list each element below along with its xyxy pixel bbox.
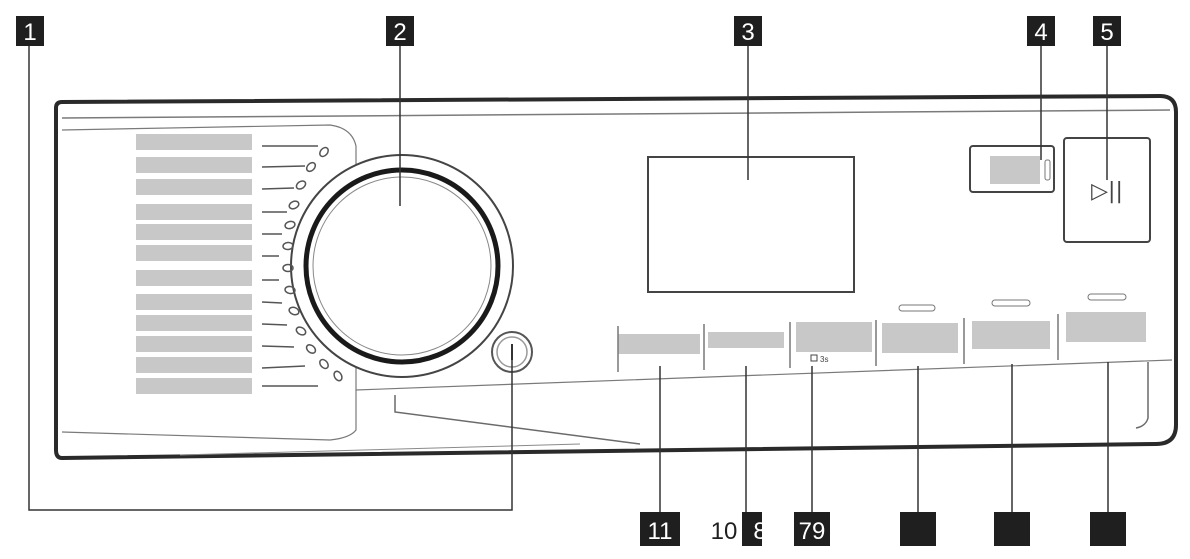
- indicator-light: [898, 304, 936, 312]
- program-label: [136, 245, 252, 261]
- program-label: [136, 179, 252, 195]
- function-button-10[interactable]: [703, 324, 784, 370]
- program-label: [136, 294, 252, 310]
- play-pause-icon: ▷||: [1091, 179, 1123, 204]
- callout-79: 79: [794, 512, 830, 546]
- program-label: [136, 336, 252, 352]
- function-button-7[interactable]: [875, 304, 958, 366]
- indicator-light: [282, 263, 294, 273]
- callout-leader-lines: [28, 46, 1109, 512]
- lock-icon: [810, 354, 818, 362]
- program-selector-dial[interactable]: [290, 154, 514, 378]
- svg-text:1: 1: [23, 19, 36, 46]
- callout-5: 5: [1093, 16, 1121, 46]
- display-screen: [647, 156, 855, 293]
- svg-text:3: 3: [741, 19, 754, 46]
- indicator-light: [333, 370, 343, 382]
- callout-blank-1: [900, 512, 936, 546]
- lock-icon-label: 3s: [820, 355, 828, 364]
- program-leader-lines: [261, 145, 318, 387]
- indicator-light: [319, 358, 329, 370]
- function-buttons: 3s: [617, 293, 1146, 372]
- callout-11: 11: [640, 512, 680, 546]
- indicator-light: [295, 180, 307, 190]
- indicator-light: [284, 285, 296, 295]
- indicator-light: [284, 220, 296, 230]
- program-label: [136, 204, 252, 220]
- program-label: [136, 157, 252, 173]
- callout-1: 1: [16, 16, 44, 46]
- svg-text:2: 2: [393, 19, 406, 46]
- callout-4: 4: [1027, 16, 1055, 46]
- svg-text:5: 5: [1100, 19, 1113, 46]
- start-pause-button[interactable]: ▷||: [1063, 137, 1151, 243]
- function-button-6[interactable]: [963, 299, 1050, 364]
- callout-blank-3: [1090, 512, 1126, 546]
- svg-text:10: 10: [711, 518, 738, 545]
- indicator-light: [305, 161, 317, 173]
- callout-10: 10: [711, 516, 738, 546]
- callout-blank-2: [994, 512, 1030, 546]
- svg-text:11: 11: [648, 518, 673, 545]
- svg-text:8: 8: [753, 518, 766, 545]
- indicator-light: [295, 326, 307, 336]
- indicator-light: [319, 146, 329, 158]
- program-labels: [136, 134, 252, 394]
- program-label: [136, 378, 252, 394]
- indicator-light: [305, 344, 317, 354]
- svg-text:79: 79: [799, 518, 826, 545]
- callout-3: 3: [734, 16, 762, 46]
- indicator-light: [282, 241, 294, 251]
- extra-button-light: [1044, 159, 1051, 181]
- indicator-light: [991, 299, 1031, 307]
- callout-2: 2: [386, 16, 414, 46]
- indicator-light: [288, 200, 300, 210]
- program-label: [136, 134, 252, 150]
- function-button-5[interactable]: [1057, 293, 1146, 360]
- indicator-light: [1087, 293, 1127, 301]
- function-button-8[interactable]: 3s: [789, 322, 872, 368]
- program-label: [136, 270, 252, 286]
- program-label: [136, 224, 252, 240]
- program-indicator-lights: [282, 146, 343, 382]
- extra-button[interactable]: [969, 145, 1055, 193]
- program-label: [136, 315, 252, 331]
- indicator-light: [288, 306, 300, 316]
- function-button-11[interactable]: [617, 326, 700, 372]
- program-label: [136, 357, 252, 373]
- svg-text:4: 4: [1034, 19, 1047, 46]
- callout-8: 8: [742, 512, 767, 546]
